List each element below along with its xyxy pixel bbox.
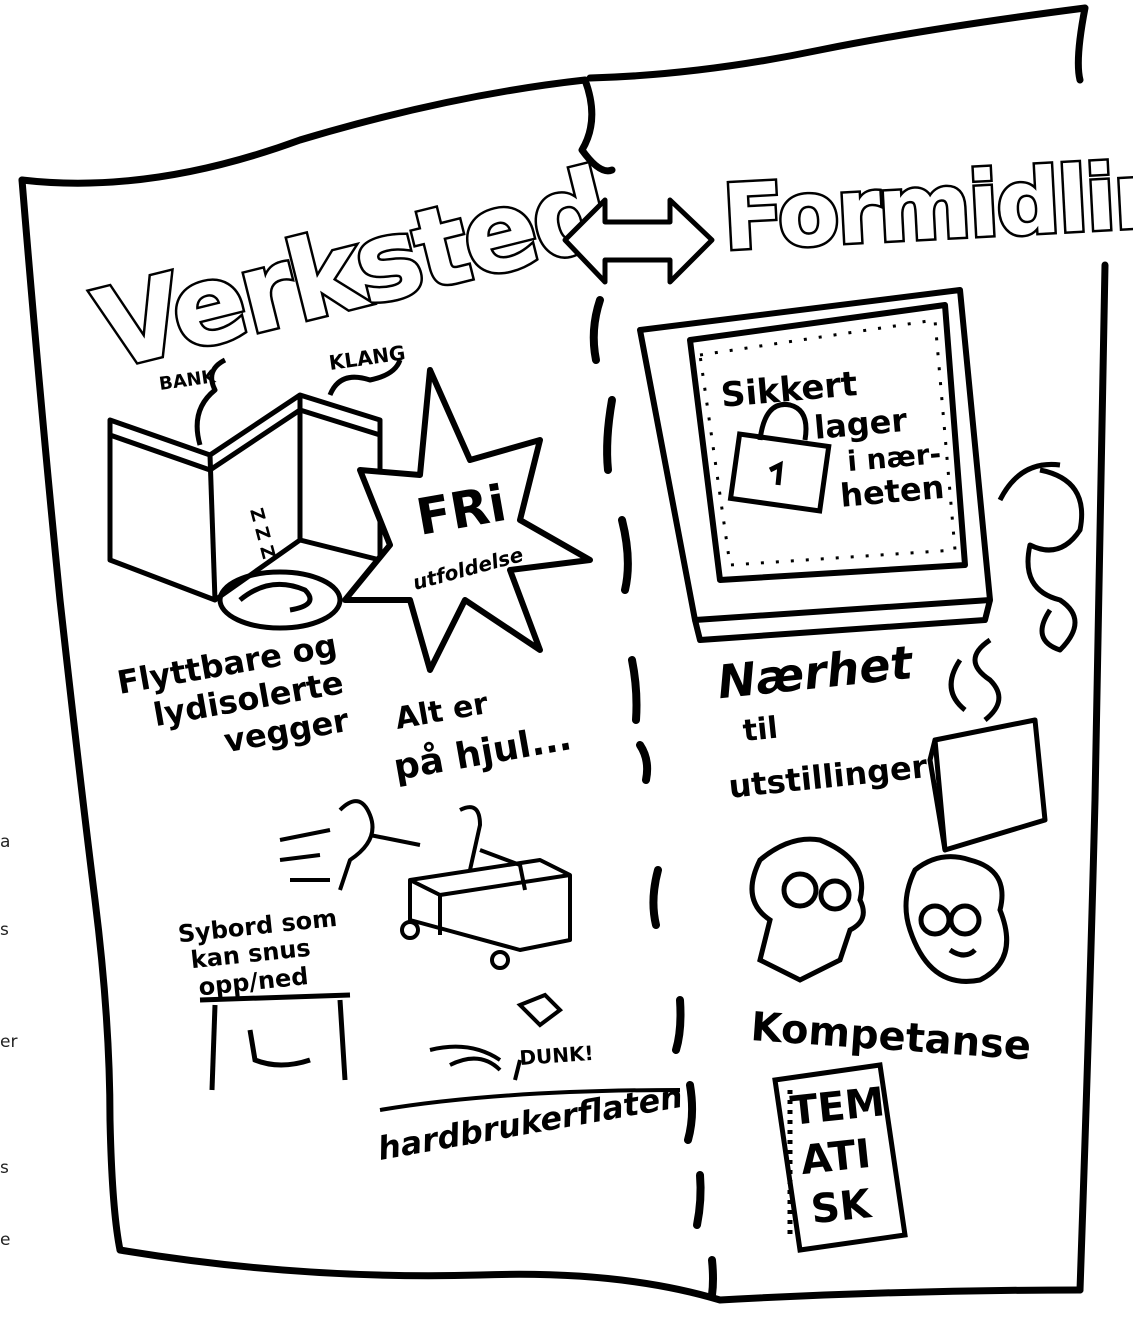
- storage-caption-line2: lager: [813, 401, 909, 447]
- sleep-label: Z Z Z: [245, 506, 279, 561]
- rolling-table-drawing: [280, 801, 570, 968]
- competence-label: Kompetanse: [749, 1004, 1032, 1069]
- faces-drawing: [752, 839, 1007, 981]
- dunk-label: DUNK!: [519, 1041, 595, 1070]
- hardsurface-label: hardbrukerflaten: [375, 1077, 686, 1168]
- thematic-line2: ATI: [799, 1131, 873, 1184]
- right-title: Formidling: [720, 140, 1133, 272]
- center-divider: [594, 300, 713, 1295]
- proximity-caption-line3: utstillinger: [727, 747, 930, 806]
- right-title-group: Formidling: [720, 140, 1133, 272]
- side-fragment: er: [0, 1032, 17, 1052]
- proximity-caption-line1: Nærhet: [715, 635, 917, 709]
- steaming-box-drawing: [930, 464, 1082, 850]
- thematic-line3: SK: [809, 1181, 875, 1233]
- side-fragment: a: [0, 832, 10, 852]
- side-fragment: e: [0, 1230, 10, 1250]
- wheels-caption-line1: Alt er: [393, 686, 491, 737]
- side-fragment: s: [0, 1158, 9, 1178]
- storage-caption-line4: heten: [839, 468, 946, 515]
- sewing-table-drawing: [200, 995, 350, 1090]
- thematic-line1: TEM: [788, 1079, 887, 1135]
- side-fragment: s: [0, 920, 9, 940]
- proximity-caption-line2: til: [741, 711, 779, 749]
